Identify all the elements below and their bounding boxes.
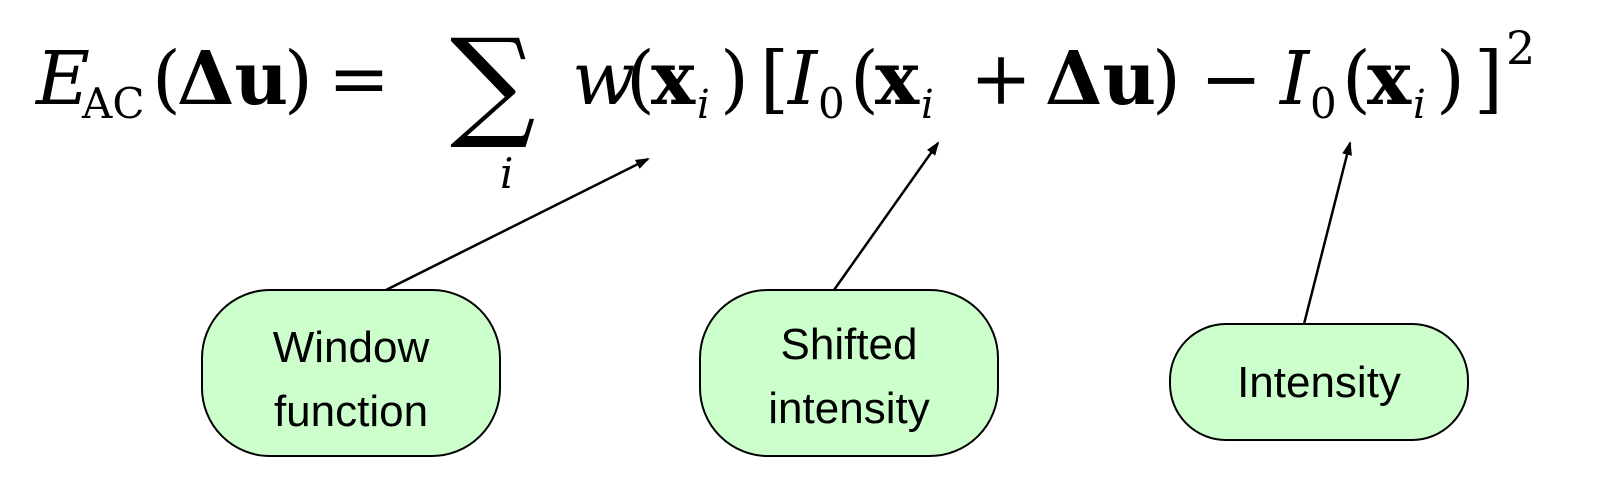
minus-sign: − [1200,36,1262,122]
plus-sign: + [970,36,1032,122]
paren-close-1: ) [284,36,313,122]
exponent-two: 2 [1506,21,1535,75]
intensity-subscript-1: 0 [818,79,845,128]
x-index-2: i [921,82,934,128]
label-bubble [1169,323,1469,441]
paren-open-4: ( [1342,36,1371,122]
label-shifted-intensity: Shifted intensity [699,289,999,457]
summation-index: i [500,149,513,198]
delta-u-1: Δu [177,36,288,122]
label-line-2: function [274,387,428,436]
paren-close-4: ) [1436,36,1465,122]
intensity-subscript-2: 0 [1310,79,1337,128]
label-bubble [699,289,999,457]
summation-symbol: ∑ [450,14,536,153]
bracket-close: ] [1474,36,1503,122]
paren-close-2: ) [720,36,749,122]
label-window-function: Window function [201,289,501,457]
x-vector-1: x [651,36,696,122]
paren-open-1: ( [152,36,181,122]
arrow-shifted-intensity [832,141,940,291]
energy-symbol: E [34,36,90,122]
x-vector-2: x [875,36,920,122]
delta-u-2: Δu [1045,36,1156,122]
paren-open-3: ( [850,36,879,122]
label-intensity: Intensity [1169,323,1469,441]
paren-close-3: ) [1152,36,1181,122]
equals-sign: = [328,36,390,122]
label-line-2: intensity [768,384,929,433]
arrows [385,141,1352,325]
window-symbol: w [572,36,635,122]
intensity-symbol-1: I [786,36,819,122]
label-line-1: Intensity [1237,358,1401,407]
arrow-intensity [1302,141,1352,325]
intensity-symbol-2: I [1278,36,1311,122]
x-index-3: i [1413,82,1426,128]
x-index-1: i [697,82,710,128]
bracket-open: [ [760,36,789,122]
label-line-1: Shifted [781,320,918,369]
x-vector-3: x [1367,36,1412,122]
arrow-window-function [385,157,650,292]
energy-subscript: AC [81,79,144,128]
label-bubble [201,289,501,457]
label-line-1: Window [273,323,430,372]
equation: E AC ( Δu ) = ∑ i w ( x i ) [ I 0 ( x i … [34,14,1535,198]
paren-open-2: ( [626,36,655,122]
